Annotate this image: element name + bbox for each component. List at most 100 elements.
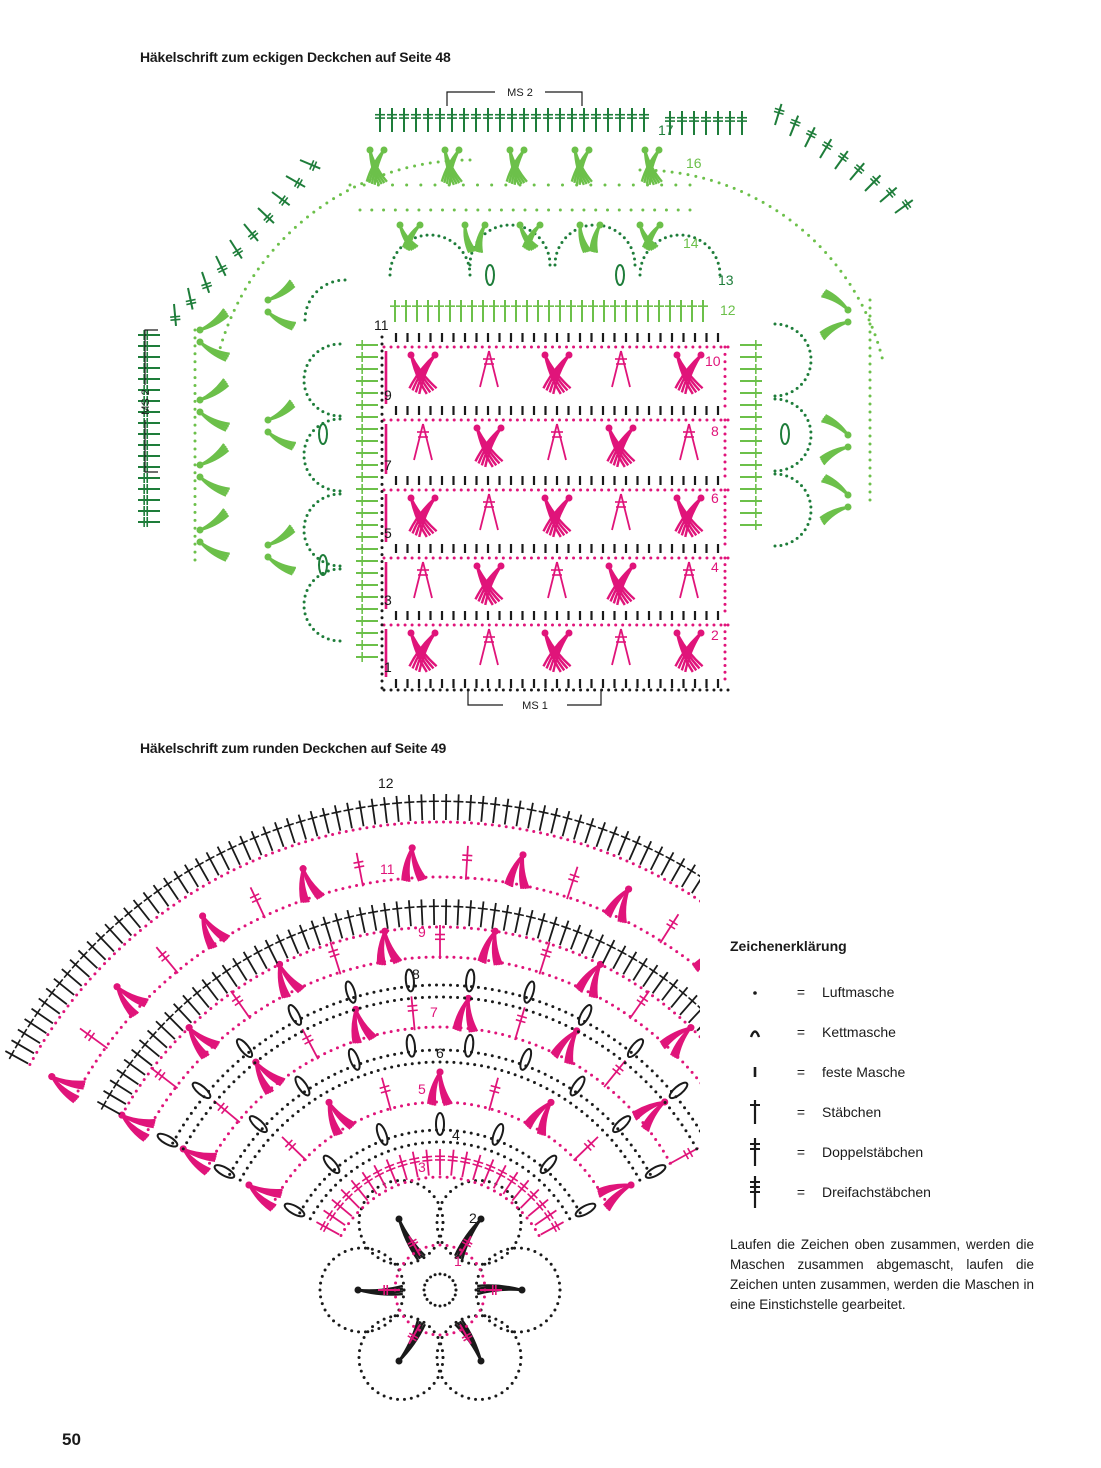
chain-stitch	[380, 518, 384, 522]
chain-stitch	[417, 556, 421, 560]
stitch	[249, 830, 263, 856]
chain-stitch	[337, 831, 341, 835]
stitch	[24, 1018, 47, 1034]
stitch	[221, 964, 238, 988]
chain-stitch	[550, 688, 554, 692]
chain-stitch	[473, 418, 477, 422]
chain-stitch	[382, 879, 386, 883]
stitch	[396, 1154, 408, 1181]
chain-stitch	[396, 1262, 400, 1266]
stitch	[428, 899, 439, 926]
chain-stitch	[550, 418, 554, 422]
chain-stitch	[518, 1214, 522, 1218]
chain-stitch	[201, 884, 205, 888]
chain-stitch	[684, 1129, 688, 1133]
chain-stitch	[431, 233, 435, 237]
chain-stitch	[445, 1332, 449, 1336]
chain-stitch	[273, 1197, 277, 1201]
chain-stitch	[466, 623, 470, 627]
chain-stitch	[189, 892, 193, 896]
chain-stitch	[532, 1080, 536, 1084]
chain-stitch	[247, 1143, 251, 1147]
chain-stitch	[383, 1067, 387, 1071]
chain-stitch	[440, 1227, 444, 1231]
chain-stitch	[593, 345, 597, 349]
chain-stitch	[258, 1042, 262, 1046]
green-leaf-cluster	[589, 221, 604, 254]
chain-stitch	[565, 688, 569, 692]
chain-stitch	[436, 1376, 440, 1380]
chain-stitch	[313, 1148, 317, 1152]
chain-stitch	[312, 1211, 316, 1215]
chain-stitch	[90, 1065, 94, 1069]
chain-stitch	[544, 1002, 548, 1006]
chain-stitch	[504, 931, 508, 935]
chain-stitch	[658, 1143, 662, 1147]
chain-stitch	[380, 581, 384, 585]
chain-stitch	[631, 251, 635, 255]
chain-stitch	[445, 955, 449, 959]
chain-stitch	[691, 556, 695, 560]
chain-stitch	[424, 1176, 428, 1180]
chain-stitch	[621, 418, 625, 422]
chain-stitch	[628, 623, 632, 627]
chain-stitch	[656, 688, 660, 692]
chain-stitch	[677, 418, 681, 422]
chain-stitch	[293, 1033, 297, 1037]
chain-stitch	[305, 392, 309, 396]
chain-stitch	[327, 1262, 331, 1266]
chain-stitch	[186, 1070, 190, 1074]
chain-stitch	[572, 556, 576, 560]
chain-stitch	[808, 442, 812, 446]
chain-stitch	[445, 1025, 449, 1029]
chain-stitch	[571, 950, 575, 954]
chain-stitch	[785, 324, 789, 328]
chain-stitch	[614, 914, 618, 918]
stitch	[301, 1028, 319, 1060]
chain-stitch	[309, 981, 313, 985]
chain-stitch	[346, 1066, 350, 1070]
chain-stitch	[526, 1329, 530, 1333]
chain-stitch	[410, 1179, 414, 1183]
chain-stitch	[521, 1151, 525, 1155]
stitch	[566, 300, 576, 322]
symbol-legend: Zeichenerklärung = Luftmasche = Kettmasc…	[730, 938, 1040, 1212]
chain-stitch	[142, 1078, 146, 1082]
chain-stitch	[868, 338, 872, 342]
stitch-fan	[547, 423, 567, 461]
chain-stitch	[319, 1281, 323, 1285]
chain-stitch	[592, 1180, 596, 1184]
chain-stitch	[409, 1261, 413, 1265]
chain-stitch	[545, 1015, 549, 1019]
stitch	[238, 835, 252, 861]
chain-stitch	[357, 1356, 361, 1360]
round-row-4: 4	[452, 1127, 460, 1143]
chain-stitch	[454, 1185, 458, 1189]
chain-stitch	[359, 1234, 363, 1238]
chain-stitch	[541, 1046, 545, 1050]
chain-stitch	[695, 1076, 699, 1080]
chain-stitch	[343, 1250, 347, 1254]
stitch	[665, 300, 675, 322]
stitch	[150, 1066, 179, 1090]
chain-stitch	[208, 1106, 212, 1110]
chain-stitch	[366, 1381, 370, 1385]
chain-stitch	[525, 1216, 529, 1220]
chain-stitch	[427, 1048, 431, 1052]
chain-stitch	[427, 1325, 431, 1329]
stitch	[356, 388, 378, 398]
chain-stitch	[548, 974, 552, 978]
chain-stitch	[291, 1114, 295, 1118]
stitch	[584, 817, 597, 844]
legend-row-tr: = Doppelstäbchen	[730, 1132, 1040, 1172]
chain-stitch	[410, 345, 414, 349]
chain-stitch	[365, 932, 369, 936]
chain-stitch	[400, 1145, 404, 1149]
stitch	[323, 1209, 346, 1226]
chain-stitch	[380, 461, 384, 465]
chain-stitch	[462, 821, 466, 825]
chain-stitch	[723, 345, 727, 349]
chain-stitch	[158, 985, 162, 989]
pink-leaf-cluster	[474, 424, 505, 468]
chain-stitch	[623, 1061, 627, 1065]
